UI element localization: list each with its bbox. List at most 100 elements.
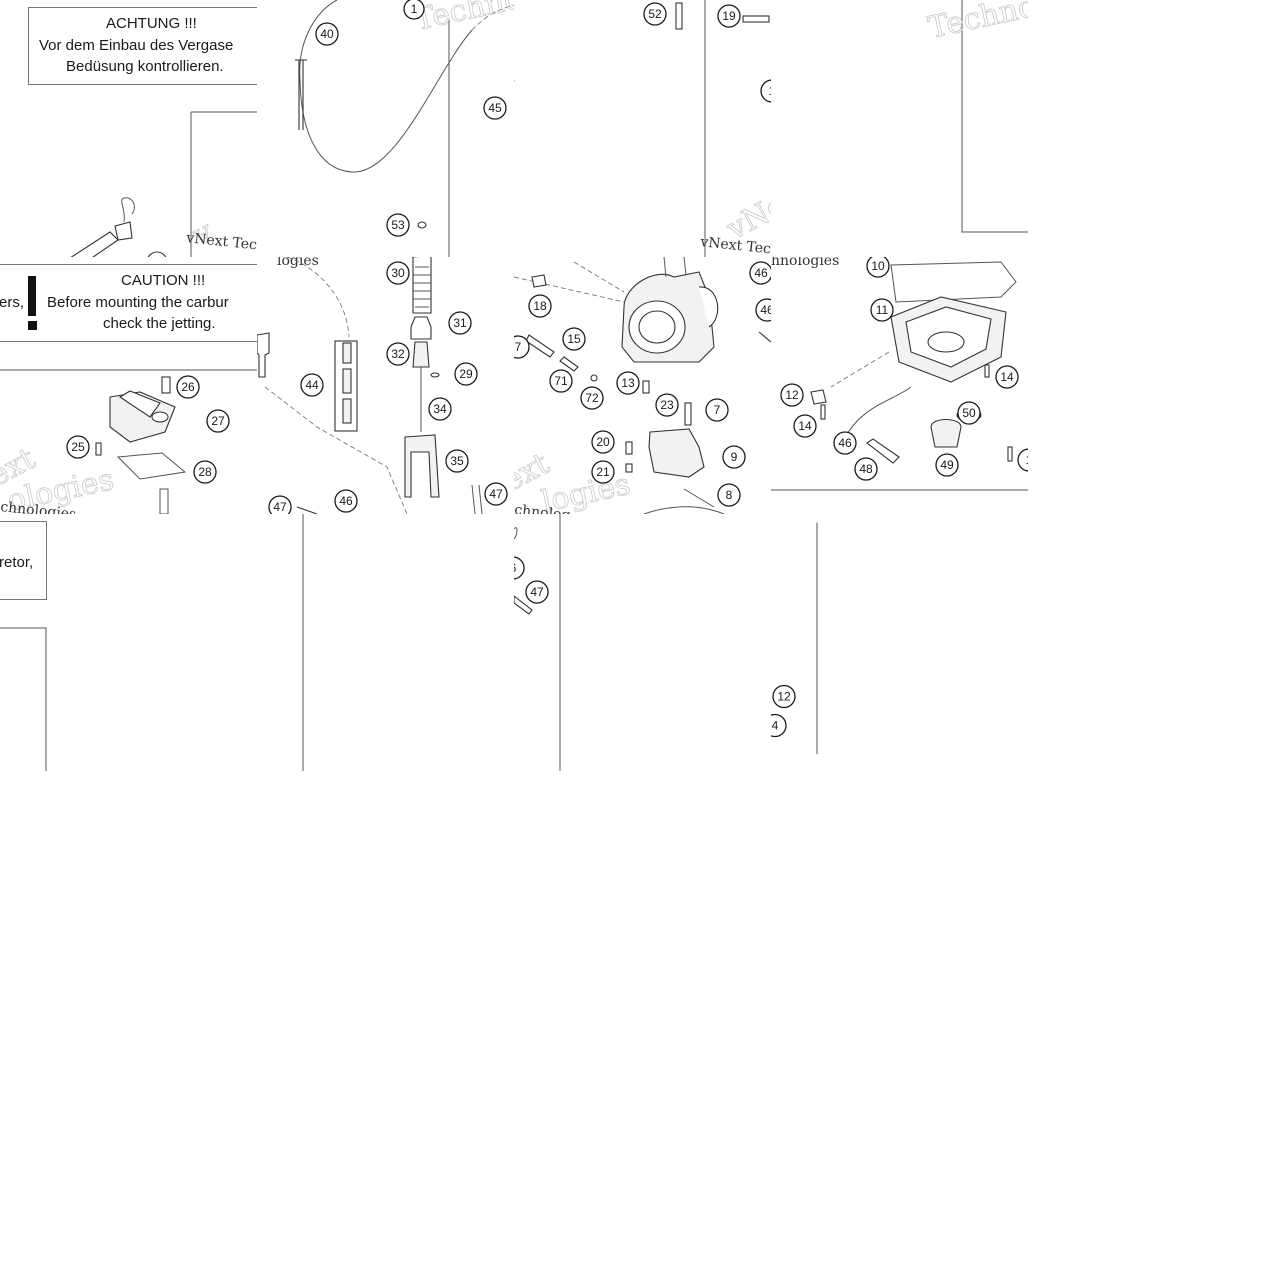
svg-text:13: 13 (621, 376, 635, 390)
valve-cap (109, 390, 176, 443)
svg-text:4: 4 (772, 719, 779, 733)
svg-text:32: 32 (391, 347, 405, 361)
diagram-tile-float-bowl: hnologies 10 11 12 14 14 46 50 48 49 1 (771, 257, 1028, 514)
watermark-hnologies: hnologies (771, 257, 839, 269)
callout-15: 15 (562, 327, 586, 351)
callout-44: 44 (300, 373, 324, 397)
diagram-tile-hose-end: 6 47 (514, 514, 771, 771)
svg-text:27: 27 (211, 414, 225, 428)
throttle-valve-drawing: 26 27 25 28 ext ologies chnologies (0, 369, 257, 514)
svg-text:23: 23 (660, 398, 674, 412)
svg-text:46: 46 (339, 494, 353, 508)
svg-text:28: 28 (198, 465, 212, 479)
svg-text:71: 71 (554, 374, 568, 388)
callout-14-left: 14 (793, 414, 817, 438)
slide-and-needle-drawing: logies 30 31 32 29 44 34 35 47 46 47 (257, 257, 508, 514)
svg-text:10: 10 (871, 259, 885, 273)
watermark-vnext-tec-2: vNext Tec (699, 234, 771, 257)
caution-continuation-box: retor, (0, 521, 47, 600)
callout-7: 7 (705, 398, 729, 422)
callout-29: 29 (454, 362, 478, 386)
screw-52 (675, 2, 683, 30)
diagram-tile-slide: logies 30 31 32 29 44 34 35 47 46 47 (257, 257, 514, 514)
svg-text:8: 8 (726, 488, 733, 502)
callout-53: 53 (386, 213, 410, 237)
callout-1: 1 (403, 0, 425, 20)
callout-47-right: 47 (484, 482, 508, 506)
callout-31: 31 (448, 311, 472, 335)
callout-4: 4 (771, 713, 787, 738)
caution-warning-box: ers, CAUTION !!! Before mounting the car… (0, 264, 257, 342)
svg-text:53: 53 (391, 218, 405, 232)
caution-line-2: check the jetting. (103, 315, 216, 332)
float-bowl-top-drawing: Techno (925, 0, 1028, 233)
callout-40: 40 (315, 22, 339, 46)
watermark-techno-2: Techno (925, 0, 1028, 46)
callout-46-side: 46 (755, 298, 771, 322)
callout-32: 32 (386, 342, 410, 366)
exclamation-dot-icon (28, 321, 37, 330)
watermark-techno: Techno (411, 0, 514, 38)
callout-17: 7 (514, 335, 530, 359)
svg-text:7: 7 (515, 340, 522, 354)
callout-11: 11 (870, 298, 894, 322)
svg-text:46: 46 (838, 436, 852, 450)
svg-text:1: 1 (411, 2, 418, 16)
callout-27: 27 (206, 409, 230, 433)
callout-25: 25 (66, 435, 90, 459)
svg-text:6: 6 (514, 561, 517, 575)
callout-18: 18 (528, 294, 552, 318)
carburetor-cable-drawing: v vNext Tec (70, 111, 257, 257)
svg-text:15: 15 (567, 332, 581, 346)
svg-text:34: 34 (433, 402, 447, 416)
float-bowl-drawing: hnologies 10 11 12 14 14 46 50 48 49 1 (771, 257, 1028, 491)
callout-52: 52 (643, 2, 667, 26)
callout-47: 47 (268, 495, 292, 514)
callout-34: 34 (428, 397, 452, 421)
callout-72: 72 (580, 386, 604, 410)
svg-text:7: 7 (714, 403, 721, 417)
svg-text:31: 31 (453, 316, 467, 330)
carburetor-body-drawing: ext logies chnolog 46 46 18 7 15 71 72 1… (514, 257, 771, 514)
callout-6: 6 (514, 556, 525, 580)
callout-47-bottom: 47 (525, 580, 549, 604)
achtung-line-1: Vor dem Einbau des Vergase (39, 37, 234, 54)
screw-25 (95, 442, 102, 456)
callout-28: 28 (193, 460, 217, 484)
svg-text:46: 46 (754, 266, 768, 280)
callout-14: 14 (995, 365, 1019, 389)
svg-text:12: 12 (785, 388, 799, 402)
callout-26: 26 (176, 375, 200, 399)
caution-prefix: ers, (0, 294, 25, 311)
caution-line-1: Before mounting the carbur (47, 294, 229, 311)
svg-text:50: 50 (962, 406, 976, 420)
screw-26 (161, 376, 171, 394)
watermark-vnext-tec: vNext Tec (185, 230, 257, 253)
svg-text:1: 1 (1026, 453, 1028, 467)
callout-30: 30 (386, 261, 410, 285)
callout-46-top: 46 (749, 261, 771, 285)
svg-text:44: 44 (305, 378, 319, 392)
diagram-tile-caution: 26 27 25 28 ext ologies chnologies ers, … (0, 257, 257, 514)
caution-title: CAUTION !!! (121, 272, 206, 289)
watermark-technolog: chnolog (514, 502, 571, 514)
callout-49: 49 (935, 453, 959, 477)
throttle-cable-drawing: Techno 1 40 53 (295, 0, 514, 257)
svg-text:40: 40 (320, 27, 334, 41)
achtung-line-2: Bedüsung kontrollieren. (66, 58, 224, 75)
callout-19: 19 (717, 4, 741, 28)
choke-plunger (70, 197, 135, 257)
svg-text:29: 29 (459, 367, 473, 381)
callout-12-bottom: 12 (772, 684, 796, 709)
svg-text:47: 47 (530, 585, 544, 599)
exclamation-icon (28, 276, 36, 316)
callout-13: 13 (616, 371, 640, 395)
svg-text:35: 35 (450, 454, 464, 468)
svg-text:30: 30 (391, 266, 405, 280)
callout-10: 10 (866, 257, 890, 278)
svg-text:72: 72 (585, 391, 599, 405)
svg-text:14: 14 (1000, 370, 1014, 384)
svg-text:1: 1 (769, 84, 771, 98)
achtung-warning-box: ACHTUNG !!! Vor dem Einbau des Vergase B… (28, 7, 257, 85)
callout-46-bowl: 46 (833, 431, 857, 455)
